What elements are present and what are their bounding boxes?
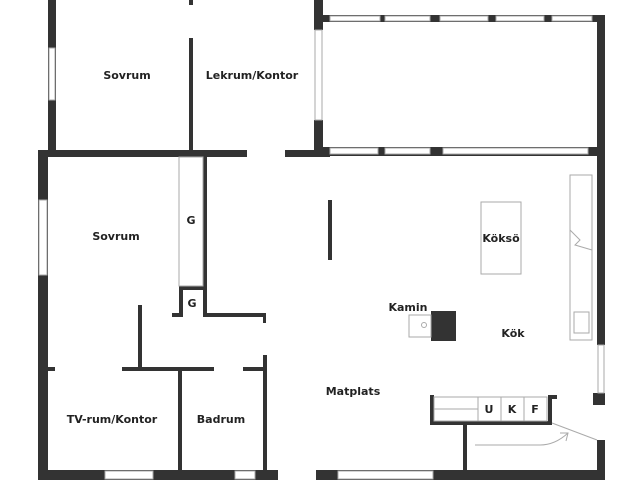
kitchen-island	[480, 201, 522, 275]
fireplace-knob	[421, 322, 427, 328]
cabinets: U K F	[477, 396, 548, 422]
wall	[463, 423, 467, 472]
window	[597, 344, 605, 394]
wall	[189, 0, 193, 5]
room-labels: Sovrum Lekrum/Kontor Sovrum TV-rum/Konto…	[67, 69, 526, 426]
window	[234, 470, 256, 480]
fireplace	[431, 311, 456, 341]
wall	[38, 150, 48, 480]
stair-arrow	[475, 432, 569, 446]
room-label-badrum: Badrum	[197, 413, 245, 426]
column	[328, 200, 332, 260]
stove-break	[569, 229, 593, 251]
windows	[38, 15, 605, 480]
window	[384, 15, 431, 22]
window	[38, 199, 48, 276]
window	[442, 147, 589, 155]
wall	[597, 155, 605, 345]
cabinet-label: F	[531, 403, 539, 416]
room-label-lekrum: Lekrum/Kontor	[206, 69, 299, 82]
wall	[38, 470, 278, 480]
wall	[38, 150, 247, 157]
wall	[138, 305, 142, 370]
sink	[573, 311, 590, 334]
window	[48, 47, 56, 101]
room-label-koksoe: Köksö	[482, 232, 520, 245]
window	[495, 15, 545, 22]
closet-label: G	[187, 297, 196, 310]
wall	[263, 355, 267, 472]
wall	[178, 367, 182, 472]
fireplace-hearth	[408, 314, 432, 338]
wall	[597, 15, 605, 155]
window	[329, 15, 381, 22]
cabinet-label: U	[485, 403, 494, 416]
cabinet-f	[523, 396, 548, 422]
window	[384, 147, 431, 155]
wall	[243, 367, 265, 371]
wall	[203, 157, 207, 317]
wall	[179, 286, 183, 317]
window	[439, 15, 489, 22]
cabinet-label: K	[508, 403, 517, 416]
wall	[548, 395, 557, 399]
wall	[597, 440, 605, 480]
room-label-matplats: Matplats	[326, 385, 381, 398]
closet-label: G	[186, 214, 195, 227]
wall	[203, 313, 266, 317]
wall	[189, 38, 193, 152]
wall	[122, 367, 214, 371]
label-kamin: Kamin	[388, 301, 427, 314]
room-label-sovrum-left: Sovrum	[92, 230, 139, 243]
window	[337, 470, 434, 480]
room-label-sovrum-top: Sovrum	[103, 69, 150, 82]
wall	[314, 120, 323, 157]
stair-arrow-head	[560, 432, 569, 442]
wall	[172, 313, 181, 317]
wall	[179, 286, 207, 290]
room-label-tv-rum: TV-rum/Kontor	[67, 413, 158, 426]
window	[104, 470, 154, 480]
wall	[314, 0, 323, 30]
wall	[285, 150, 330, 157]
fixtures: U K F	[408, 174, 598, 446]
wall	[48, 367, 55, 371]
wall	[548, 395, 552, 425]
window	[551, 15, 593, 22]
wall	[430, 395, 434, 425]
wall	[430, 421, 552, 425]
door-swing	[551, 422, 598, 441]
closet-shelf	[178, 156, 204, 287]
wall	[316, 470, 605, 480]
window	[314, 29, 323, 121]
window	[329, 147, 379, 155]
wall	[593, 393, 605, 405]
kitchen-counter	[569, 174, 593, 341]
room-label-kok: Kök	[501, 327, 525, 340]
wall	[263, 313, 266, 323]
